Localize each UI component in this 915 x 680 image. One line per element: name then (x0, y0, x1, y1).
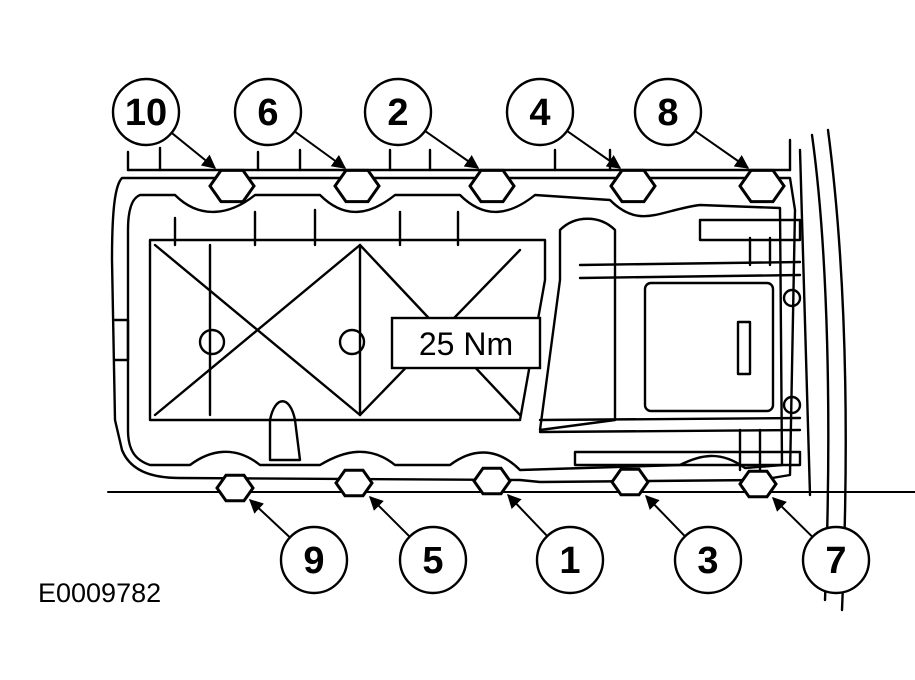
callout-number: 1 (559, 540, 580, 582)
callout-number: 8 (657, 92, 678, 134)
callout-arrow-10 (170, 132, 217, 169)
callout-arrow-4 (566, 130, 622, 169)
torque-spec-box: 25 Nm (390, 316, 542, 370)
bolt-5 (334, 468, 374, 498)
bolt-heads (208, 168, 786, 503)
callout-8: 8 (633, 77, 703, 147)
bolt-7 (738, 469, 778, 499)
callout-circle (505, 77, 575, 147)
bolt-1 (472, 466, 512, 496)
callout-number: 7 (825, 540, 846, 582)
callout-circle (673, 525, 743, 595)
callout-number: 3 (697, 540, 718, 582)
callout-circle (233, 77, 303, 147)
callout-circle (633, 77, 703, 147)
callout-number: 10 (125, 92, 167, 134)
callout-3: 3 (673, 525, 743, 595)
callout-circle (111, 77, 181, 147)
bolt-8 (738, 168, 786, 204)
callout-circle (363, 77, 433, 147)
callout-arrow-1 (507, 493, 548, 537)
callout-6: 6 (233, 77, 303, 147)
callout-number: 6 (257, 92, 278, 134)
callout-number: 2 (387, 92, 408, 134)
figure-id: E0009782 (38, 578, 162, 608)
callout-arrow-6 (294, 130, 347, 169)
callout-5: 5 (398, 525, 468, 595)
callout-4: 4 (505, 77, 575, 147)
bolt-sequence-callouts: 10 6 2 4 8 9 5 1 3 7 (111, 77, 871, 595)
callout-9: 9 (279, 525, 349, 595)
bolt-2 (468, 168, 516, 204)
callout-7: 7 (801, 525, 871, 595)
callout-number: 9 (303, 540, 324, 582)
bolt-9 (215, 473, 255, 503)
callout-2: 2 (363, 77, 433, 147)
callout-arrow-8 (694, 130, 750, 169)
callout-circle (279, 525, 349, 595)
callout-1: 1 (535, 525, 605, 595)
callout-circle (801, 525, 871, 595)
callout-arrows (170, 130, 814, 539)
bolt-3 (610, 467, 650, 497)
callout-circle (398, 525, 468, 595)
bolt-6 (333, 168, 381, 204)
torque-spec-label: 25 Nm (419, 326, 513, 362)
callout-arrow-9 (248, 499, 291, 539)
bolt-4 (609, 168, 657, 204)
bolt-10 (208, 168, 256, 204)
callout-circle (535, 525, 605, 595)
callout-10: 10 (111, 77, 181, 147)
callout-number: 4 (529, 92, 550, 134)
callout-arrow-3 (645, 494, 686, 537)
callout-arrow-2 (424, 130, 480, 169)
callout-arrow-7 (772, 497, 814, 538)
callout-number: 5 (422, 540, 443, 582)
callout-arrow-5 (369, 496, 411, 538)
